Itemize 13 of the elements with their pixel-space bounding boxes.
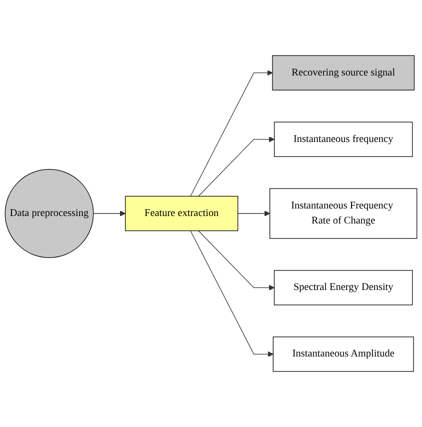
node-box: Spectral Energy Density: [274, 270, 413, 306]
arrow: [198, 136, 275, 197]
arrow: [190, 70, 273, 197]
node-box: Recovering source signal: [272, 55, 415, 90]
arrow: [238, 210, 270, 216]
node-box: Instantaneous Frequency Rate of Change: [270, 188, 418, 239]
node-circle: Data preprocessing: [4, 169, 94, 258]
node-box: Instantaneous frequency: [274, 122, 413, 157]
arrow: [190, 230, 274, 357]
node-box: Instantaneous Amplitude: [272, 336, 414, 372]
node-box: Feature extraction: [125, 196, 238, 232]
arrow: [93, 210, 126, 216]
arrow: [198, 230, 275, 290]
